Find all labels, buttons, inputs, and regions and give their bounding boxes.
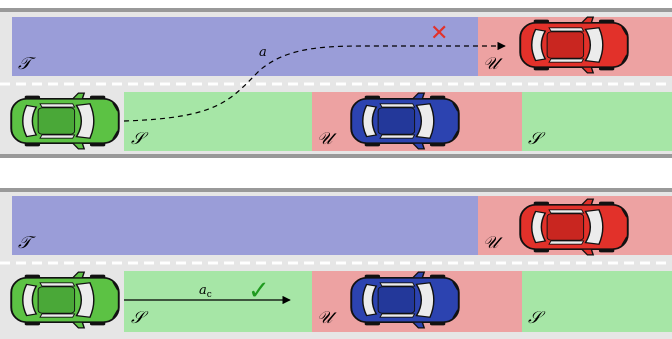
road-edge-bottom bbox=[0, 154, 672, 158]
safe-region bbox=[124, 92, 312, 151]
action-label: a bbox=[259, 45, 267, 60]
region-label-unsafe: 𝒰 bbox=[317, 129, 337, 149]
region-label-unsafe: 𝒰 bbox=[483, 54, 503, 74]
safe-region bbox=[124, 271, 312, 332]
green-car bbox=[10, 271, 120, 329]
target-region bbox=[12, 17, 478, 76]
check-icon: ✓ bbox=[248, 276, 270, 306]
action-label: ac bbox=[199, 283, 212, 300]
blue-car bbox=[350, 271, 460, 329]
road-edge-top bbox=[0, 8, 672, 12]
region-label-unsafe: 𝒰 bbox=[483, 233, 503, 253]
road-edge-top bbox=[0, 188, 672, 192]
target-region bbox=[12, 196, 478, 255]
safe-region bbox=[522, 271, 672, 332]
safe-region bbox=[522, 92, 672, 151]
blue-car bbox=[350, 92, 460, 150]
panel-top: 𝒯 𝒰 𝒮 𝒰 𝒮 a ✕ bbox=[0, 8, 672, 158]
red-car bbox=[519, 198, 629, 256]
action-trajectory-arrow bbox=[123, 41, 506, 122]
cross-icon: ✕ bbox=[430, 21, 448, 46]
green-car bbox=[10, 92, 120, 150]
region-label-unsafe: 𝒰 bbox=[317, 308, 337, 328]
red-car bbox=[519, 16, 629, 74]
panel-bottom: 𝒯 𝒰 𝒮 𝒰 𝒮 ac ✓ bbox=[0, 188, 672, 339]
